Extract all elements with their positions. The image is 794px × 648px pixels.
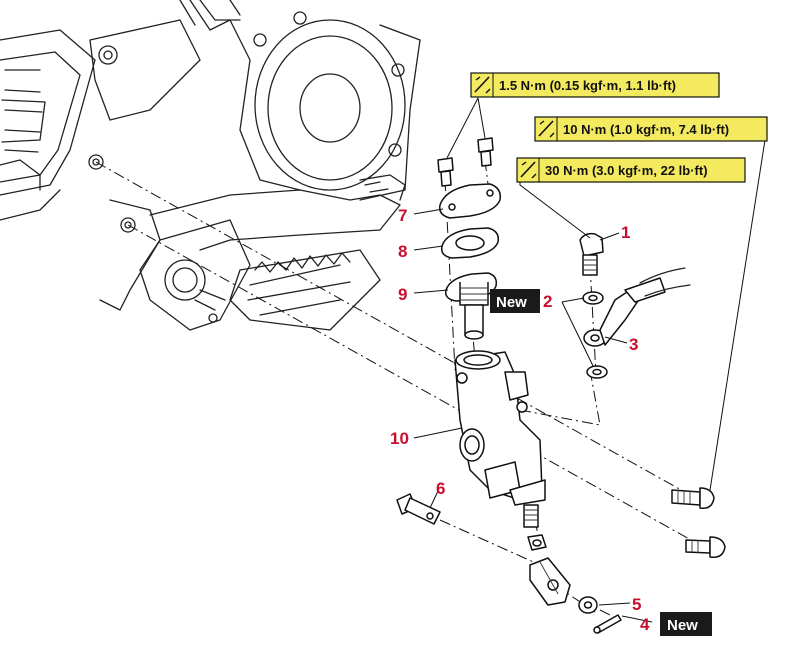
reservoir-cap-plate xyxy=(440,227,500,259)
torque-spec-1-text: 1.5 N·m (0.15 kgf·m, 1.1 lb·ft) xyxy=(499,78,676,93)
alignment-lines xyxy=(95,159,701,621)
brake-rod-clevis xyxy=(529,557,571,606)
cotter-pin xyxy=(593,614,622,634)
torque-spec-3: 30 N·m (3.0 kgf·m, 22 lb·ft) xyxy=(516,157,746,183)
copper-washer-lower xyxy=(586,365,608,379)
mounting-bolt-lower xyxy=(685,536,726,559)
callout-5: 5 xyxy=(632,595,641,614)
torque-spec-1: 1.5 N·m (0.15 kgf·m, 1.1 lb·ft) xyxy=(470,72,720,98)
callout-7: 7 xyxy=(398,206,407,225)
mounting-bolt-upper xyxy=(671,487,715,510)
cover-bolt-left xyxy=(437,157,454,187)
torque-wrench-icon xyxy=(470,72,494,98)
torque-wrench-icon xyxy=(516,157,540,183)
flat-washer xyxy=(578,596,598,614)
brake-hose xyxy=(583,267,691,347)
cover-bolt-right xyxy=(477,137,494,167)
callout-9: 9 xyxy=(398,285,407,304)
copper-washer-upper xyxy=(582,291,604,305)
callout-8: 8 xyxy=(398,242,407,261)
clevis-pin xyxy=(396,493,441,525)
callout-6: 6 xyxy=(436,479,445,498)
torque-wrench-icon xyxy=(534,116,558,142)
reservoir-diaphragm xyxy=(444,272,498,340)
torque-spec-2: 10 N·m (1.0 kgf·m, 7.4 lb·ft) xyxy=(534,116,768,142)
union-bolt xyxy=(579,232,604,276)
reservoir-cap xyxy=(438,183,502,219)
callout-4: 4 xyxy=(640,615,650,634)
new-badge-cotter-pin: New xyxy=(660,612,712,636)
torque-spec-3-text: 30 N·m (3.0 kgf·m, 22 lb·ft) xyxy=(545,163,708,178)
master-cylinder-body xyxy=(454,350,546,528)
new-badge-diaphragm: New xyxy=(490,289,540,313)
callout-1: 1 xyxy=(621,223,630,242)
callout-3: 3 xyxy=(629,335,638,354)
torque-spec-2-text: 10 N·m (1.0 kgf·m, 7.4 lb·ft) xyxy=(563,122,729,137)
clevis-nut xyxy=(527,534,547,551)
new-badge-diaphragm-text: New xyxy=(496,294,527,311)
callout-labels: 1 2 3 4 5 6 7 8 9 10 xyxy=(390,206,650,634)
callout-10: 10 xyxy=(390,429,409,448)
callout-2: 2 xyxy=(543,292,552,311)
engine-frame-illustration xyxy=(0,0,421,331)
new-badge-cotter-pin-text: New xyxy=(667,617,698,634)
